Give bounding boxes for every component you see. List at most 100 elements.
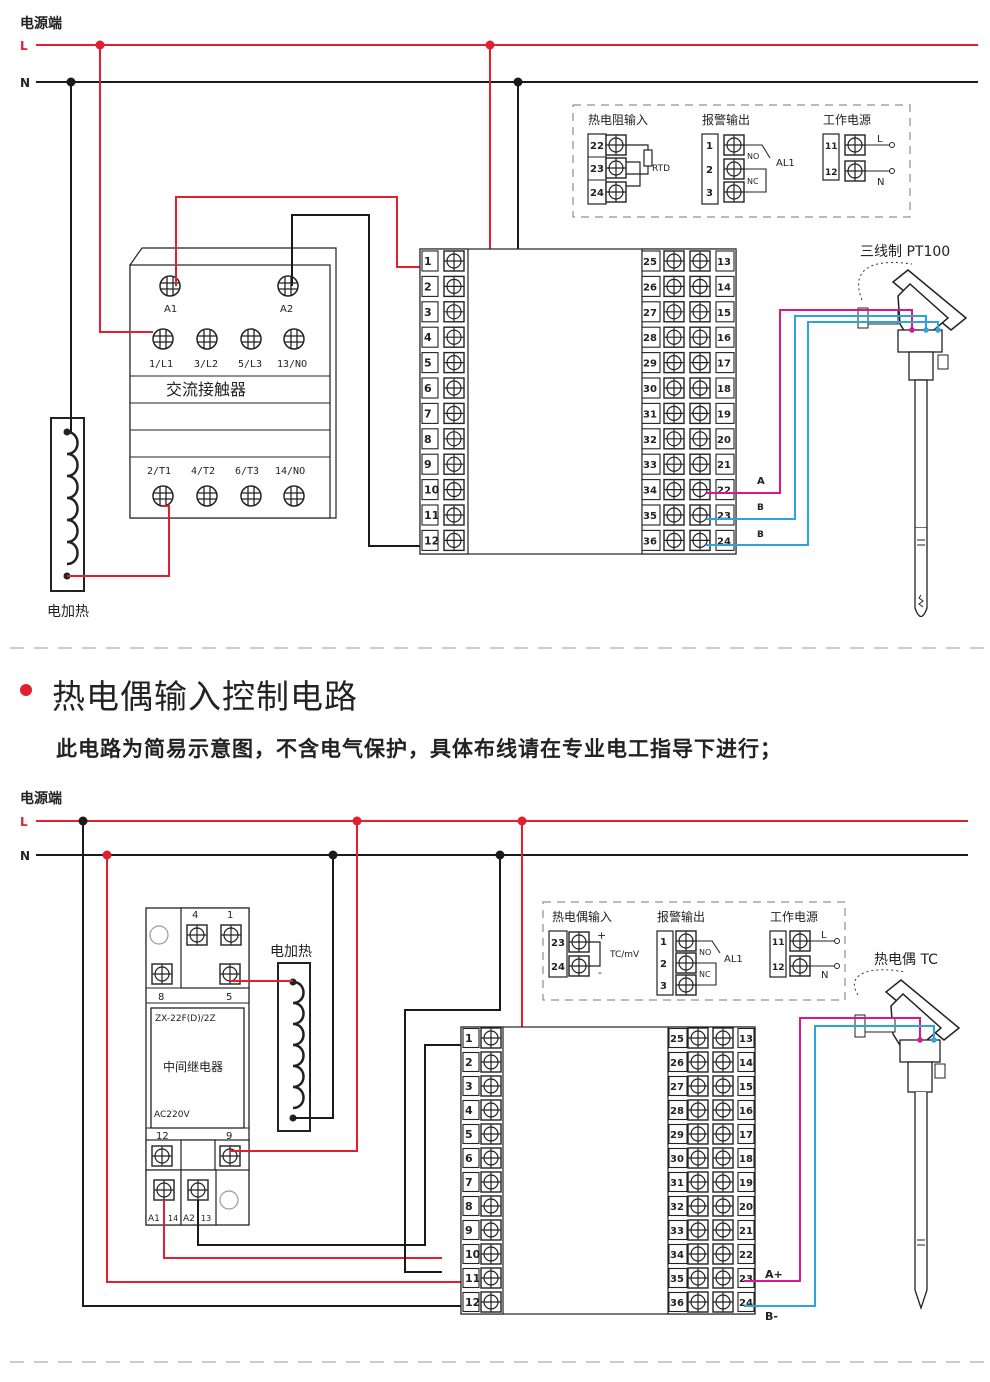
terminal-screw <box>712 1195 734 1217</box>
terminal-screw <box>663 453 685 475</box>
svg-text:-: - <box>598 966 602 979</box>
wire-sensor-b1 <box>706 315 927 520</box>
svg-text:23: 23 <box>551 938 565 949</box>
terminal-label-21: 21 <box>717 460 731 471</box>
svg-text:1: 1 <box>706 141 713 152</box>
svg-text:NC: NC <box>699 970 711 979</box>
svg-text:12: 12 <box>772 963 785 973</box>
wire-a2-to-t12 <box>291 214 424 547</box>
terminal-label-9: 9 <box>465 1224 473 1237</box>
terminal-label-12: 12 <box>465 1296 480 1309</box>
controller-2 <box>460 1026 756 1315</box>
terminal-screw <box>689 453 711 475</box>
terminal-screw <box>663 478 685 501</box>
svg-text:NO: NO <box>699 948 711 957</box>
svg-text:12: 12 <box>156 1131 169 1142</box>
svg-text:6/T3: 6/T3 <box>235 466 259 477</box>
terminal-label-32: 32 <box>670 1202 684 1213</box>
wire-a1-to-t1 <box>175 196 424 286</box>
rtd-terminals: 22 23 24 RTD <box>587 133 670 205</box>
controller-1 <box>419 248 737 555</box>
svg-text:5/L3: 5/L3 <box>238 359 262 370</box>
wire-n-to-t1 <box>404 855 501 1273</box>
terminal-label-14: 14 <box>717 282 731 293</box>
svg-text:L: L <box>877 134 883 145</box>
svg-text:5: 5 <box>226 992 232 1003</box>
svg-text:4/T2: 4/T2 <box>191 466 215 477</box>
terminal-label-1: 1 <box>465 1032 473 1045</box>
terminal-screw <box>480 1099 502 1121</box>
heater-label-1: 电加热 <box>47 604 89 620</box>
terminal-label-22: 22 <box>739 1250 753 1261</box>
intermediate-relay: 4 1 8 5 ZX-22F(D)/2Z 中间继电器 AC220V 12 9 A… <box>145 907 250 1226</box>
wire-a1-to-relay <box>163 1200 442 1259</box>
svg-text:+: + <box>597 929 606 942</box>
terminal-label-15: 15 <box>739 1082 753 1093</box>
svg-text:24: 24 <box>551 962 565 973</box>
terminal-label-11: 11 <box>465 1272 480 1285</box>
terminal-screw <box>687 1291 709 1313</box>
heater-1 <box>50 417 85 592</box>
terminal-screw <box>443 402 465 425</box>
svg-text:13/NO: 13/NO <box>277 359 307 370</box>
terminal-label-23: 23 <box>717 511 731 522</box>
terminal-screw <box>480 1075 502 1097</box>
terminal-screw <box>712 1171 734 1193</box>
svg-text:A1: A1 <box>148 1214 160 1224</box>
terminal-screw <box>712 1099 734 1121</box>
terminal-screw <box>687 1219 709 1241</box>
terminal-screw <box>443 478 465 501</box>
terminal-screw <box>712 1267 734 1289</box>
svg-text:B-: B- <box>765 1310 778 1323</box>
terminal-screw <box>443 428 465 450</box>
terminal-screw <box>443 351 465 374</box>
svg-text:13: 13 <box>201 1214 211 1223</box>
terminal-screw <box>663 326 685 348</box>
terminal-screw <box>689 275 711 298</box>
terminal-label-36: 36 <box>643 536 657 547</box>
line-n-label-2: N <box>20 849 30 863</box>
terminal-screw <box>689 504 711 526</box>
terminal-label-2: 2 <box>465 1056 473 1069</box>
terminal-label-5: 5 <box>424 357 432 370</box>
terminal-screw <box>687 1195 709 1217</box>
terminal-label-15: 15 <box>717 308 731 319</box>
terminal-screw <box>712 1147 734 1169</box>
terminal-label-10: 10 <box>424 484 440 497</box>
svg-text:A+: A+ <box>765 1268 783 1281</box>
terminal-screw <box>712 1291 734 1313</box>
terminal-label-26: 26 <box>670 1058 684 1069</box>
svg-text:3: 3 <box>706 188 713 199</box>
terminal-screw <box>663 529 685 552</box>
terminal-screw <box>663 301 685 323</box>
heater-label-2: 电加热 <box>270 944 312 960</box>
svg-text:RTD: RTD <box>652 164 670 174</box>
terminal-screw <box>443 377 465 399</box>
wire-t1-to-heater <box>67 505 170 577</box>
wire-l-to-t11 <box>106 855 490 1283</box>
terminal-screw <box>480 1123 502 1145</box>
terminal-label-17: 17 <box>717 359 731 370</box>
line-l-label: L <box>20 39 28 53</box>
terminal-label-23: 23 <box>739 1274 753 1285</box>
svg-text:L: L <box>821 930 827 941</box>
heater-2 <box>277 962 311 1132</box>
terminal-screw <box>443 301 465 323</box>
terminal-screw <box>687 1243 709 1265</box>
svg-text:NC: NC <box>747 177 759 186</box>
wire-heater-n <box>293 855 334 1119</box>
terminal-screw <box>689 326 711 348</box>
tc-input-title: 热电偶输入 <box>552 909 612 924</box>
terminal-label-33: 33 <box>670 1226 684 1237</box>
terminal-label-19: 19 <box>717 409 731 420</box>
svg-text:11: 11 <box>825 142 838 152</box>
wire-sensor-b2 <box>706 321 939 546</box>
terminal-screw <box>443 275 465 298</box>
alarm-terminals-1: 1 2 3 NO NC AL1 <box>701 133 795 205</box>
svg-text:A2: A2 <box>280 304 293 315</box>
terminal-label-18: 18 <box>739 1154 753 1165</box>
terminal-label-20: 20 <box>717 435 731 446</box>
terminal-label-16: 16 <box>739 1106 753 1117</box>
